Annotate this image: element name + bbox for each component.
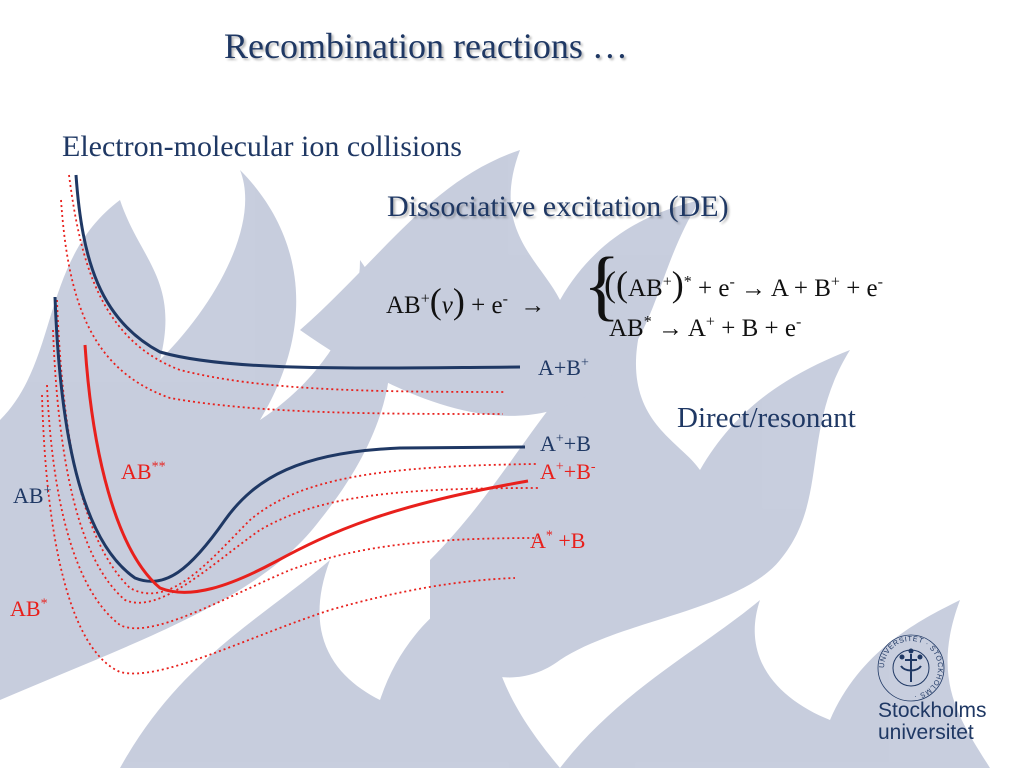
label-a-plus-b: A++B: [540, 431, 591, 456]
eq-l1-ab: AB: [627, 275, 663, 302]
dotted-curve-6: [41, 394, 516, 675]
dotted-curve-2: [60, 199, 504, 415]
label-text: +B: [563, 459, 591, 484]
eq-l2-arrow: →: [657, 315, 683, 342]
label-ab-star: AB*: [10, 596, 48, 621]
eq-lhs-ab: AB: [386, 292, 421, 319]
dotted-curve-4: [52, 329, 539, 604]
eq-l2-star-sup: *: [643, 313, 652, 331]
eq-paren: ): [671, 264, 684, 304]
label-sup: +: [43, 483, 52, 499]
eq-l1-b: B: [814, 275, 831, 302]
de-heading: Dissociative excitation (DE): [387, 190, 729, 223]
wordmark-line-1: Stockholms: [878, 699, 987, 722]
eq-l2-ab: AB: [609, 315, 644, 342]
eq-l2-plus1: +: [721, 315, 736, 342]
eq-l1-plus1: +: [698, 275, 713, 302]
eq-l1-minus1: -: [729, 273, 735, 291]
eq-paren: ): [452, 281, 465, 321]
label-text: AB: [121, 459, 152, 484]
eq-l1-e2: e: [866, 275, 878, 302]
eq-l2-plus2: +: [764, 315, 779, 342]
eq-lhs-plus-sup: +: [420, 290, 430, 308]
eq-lhs-v: v: [441, 292, 453, 319]
label-text: A+B: [538, 355, 581, 380]
label-text: A: [540, 431, 556, 456]
university-seal-icon: UNIVERSITET · STOCKHOLMS ·: [877, 634, 945, 702]
label-text: A: [540, 459, 556, 484]
eq-l2-a: A: [687, 315, 706, 342]
label-a-b-plus: A+B+: [538, 355, 589, 380]
dotted-curve-1: [68, 174, 506, 393]
eq-l1-e1: e: [718, 275, 730, 302]
wordmark-line-2: universitet: [878, 721, 974, 744]
label-text: AB: [10, 596, 41, 621]
equation-lhs: AB+(v) + e- →: [386, 283, 545, 319]
eq-l1-star-sup: *: [683, 273, 692, 291]
label-text: A: [530, 528, 546, 553]
flame-watermark: [0, 150, 990, 768]
label-sup: +: [555, 459, 564, 475]
slide-subtitle: Electron-molecular ion collisions: [62, 130, 462, 163]
eq-brace: {: [583, 241, 621, 328]
eq-l2-b: B: [741, 315, 759, 342]
eq-l1-a: A: [770, 275, 788, 302]
eq-lhs-plus: +: [471, 292, 486, 319]
eq-l1-plus3: +: [846, 275, 861, 302]
flame-shape: [300, 150, 700, 416]
eq-l2-e: e: [784, 315, 796, 342]
eq-paren: (: [429, 281, 442, 321]
label-ab-dstar: AB**: [121, 459, 166, 484]
curve-upper-navy: [74, 174, 521, 370]
eq-l2-minus: -: [795, 313, 802, 331]
curve-ab-plus: [53, 296, 526, 583]
eq-l1-b-sup: +: [830, 273, 840, 291]
label-sup: +: [555, 431, 564, 447]
label-text: AB: [13, 483, 44, 508]
dotted-curve-5: [46, 384, 539, 630]
eq-lhs-minus-sup: -: [502, 290, 508, 308]
flame-shape: [560, 600, 990, 768]
eq-l1-plus2: +: [793, 275, 808, 302]
eq-l1-arrow: →: [741, 275, 767, 302]
eq-l1-plus-sup: +: [662, 273, 672, 291]
equation-line-1: ((AB+)* + e- → A + B+ + e-: [604, 266, 883, 302]
eq-lhs-e: e: [491, 292, 503, 319]
label-text: +B: [552, 528, 586, 553]
equation-line-2: AB* → A+ + B + e-: [609, 313, 802, 342]
label-sup: +: [580, 355, 589, 371]
flame-shape: [0, 450, 160, 660]
direct-resonant-label: Direct/resonant: [677, 402, 856, 434]
curve-ab-dstar: [83, 344, 529, 594]
label-sup: *: [545, 528, 553, 544]
label-sup: *: [40, 596, 48, 612]
eq-l1-minus2: -: [877, 273, 883, 291]
label-sup: -: [590, 459, 596, 475]
label-a-plus-b-minus: A++B-: [540, 459, 596, 484]
label-text: +B: [563, 431, 591, 456]
eq-lhs-arrow: →: [520, 292, 546, 319]
university-wordmark: Stockholms universitet: [878, 700, 987, 744]
slide-title: Recombination reactions …: [224, 26, 628, 66]
eq-paren: ((: [604, 264, 628, 304]
flame-shape: [430, 330, 850, 678]
label-ab-plus: AB+: [13, 483, 52, 508]
label-a-star-b: A* +B: [530, 528, 586, 553]
eq-l2-a-sup: +: [705, 313, 715, 331]
label-sup: **: [151, 459, 166, 475]
